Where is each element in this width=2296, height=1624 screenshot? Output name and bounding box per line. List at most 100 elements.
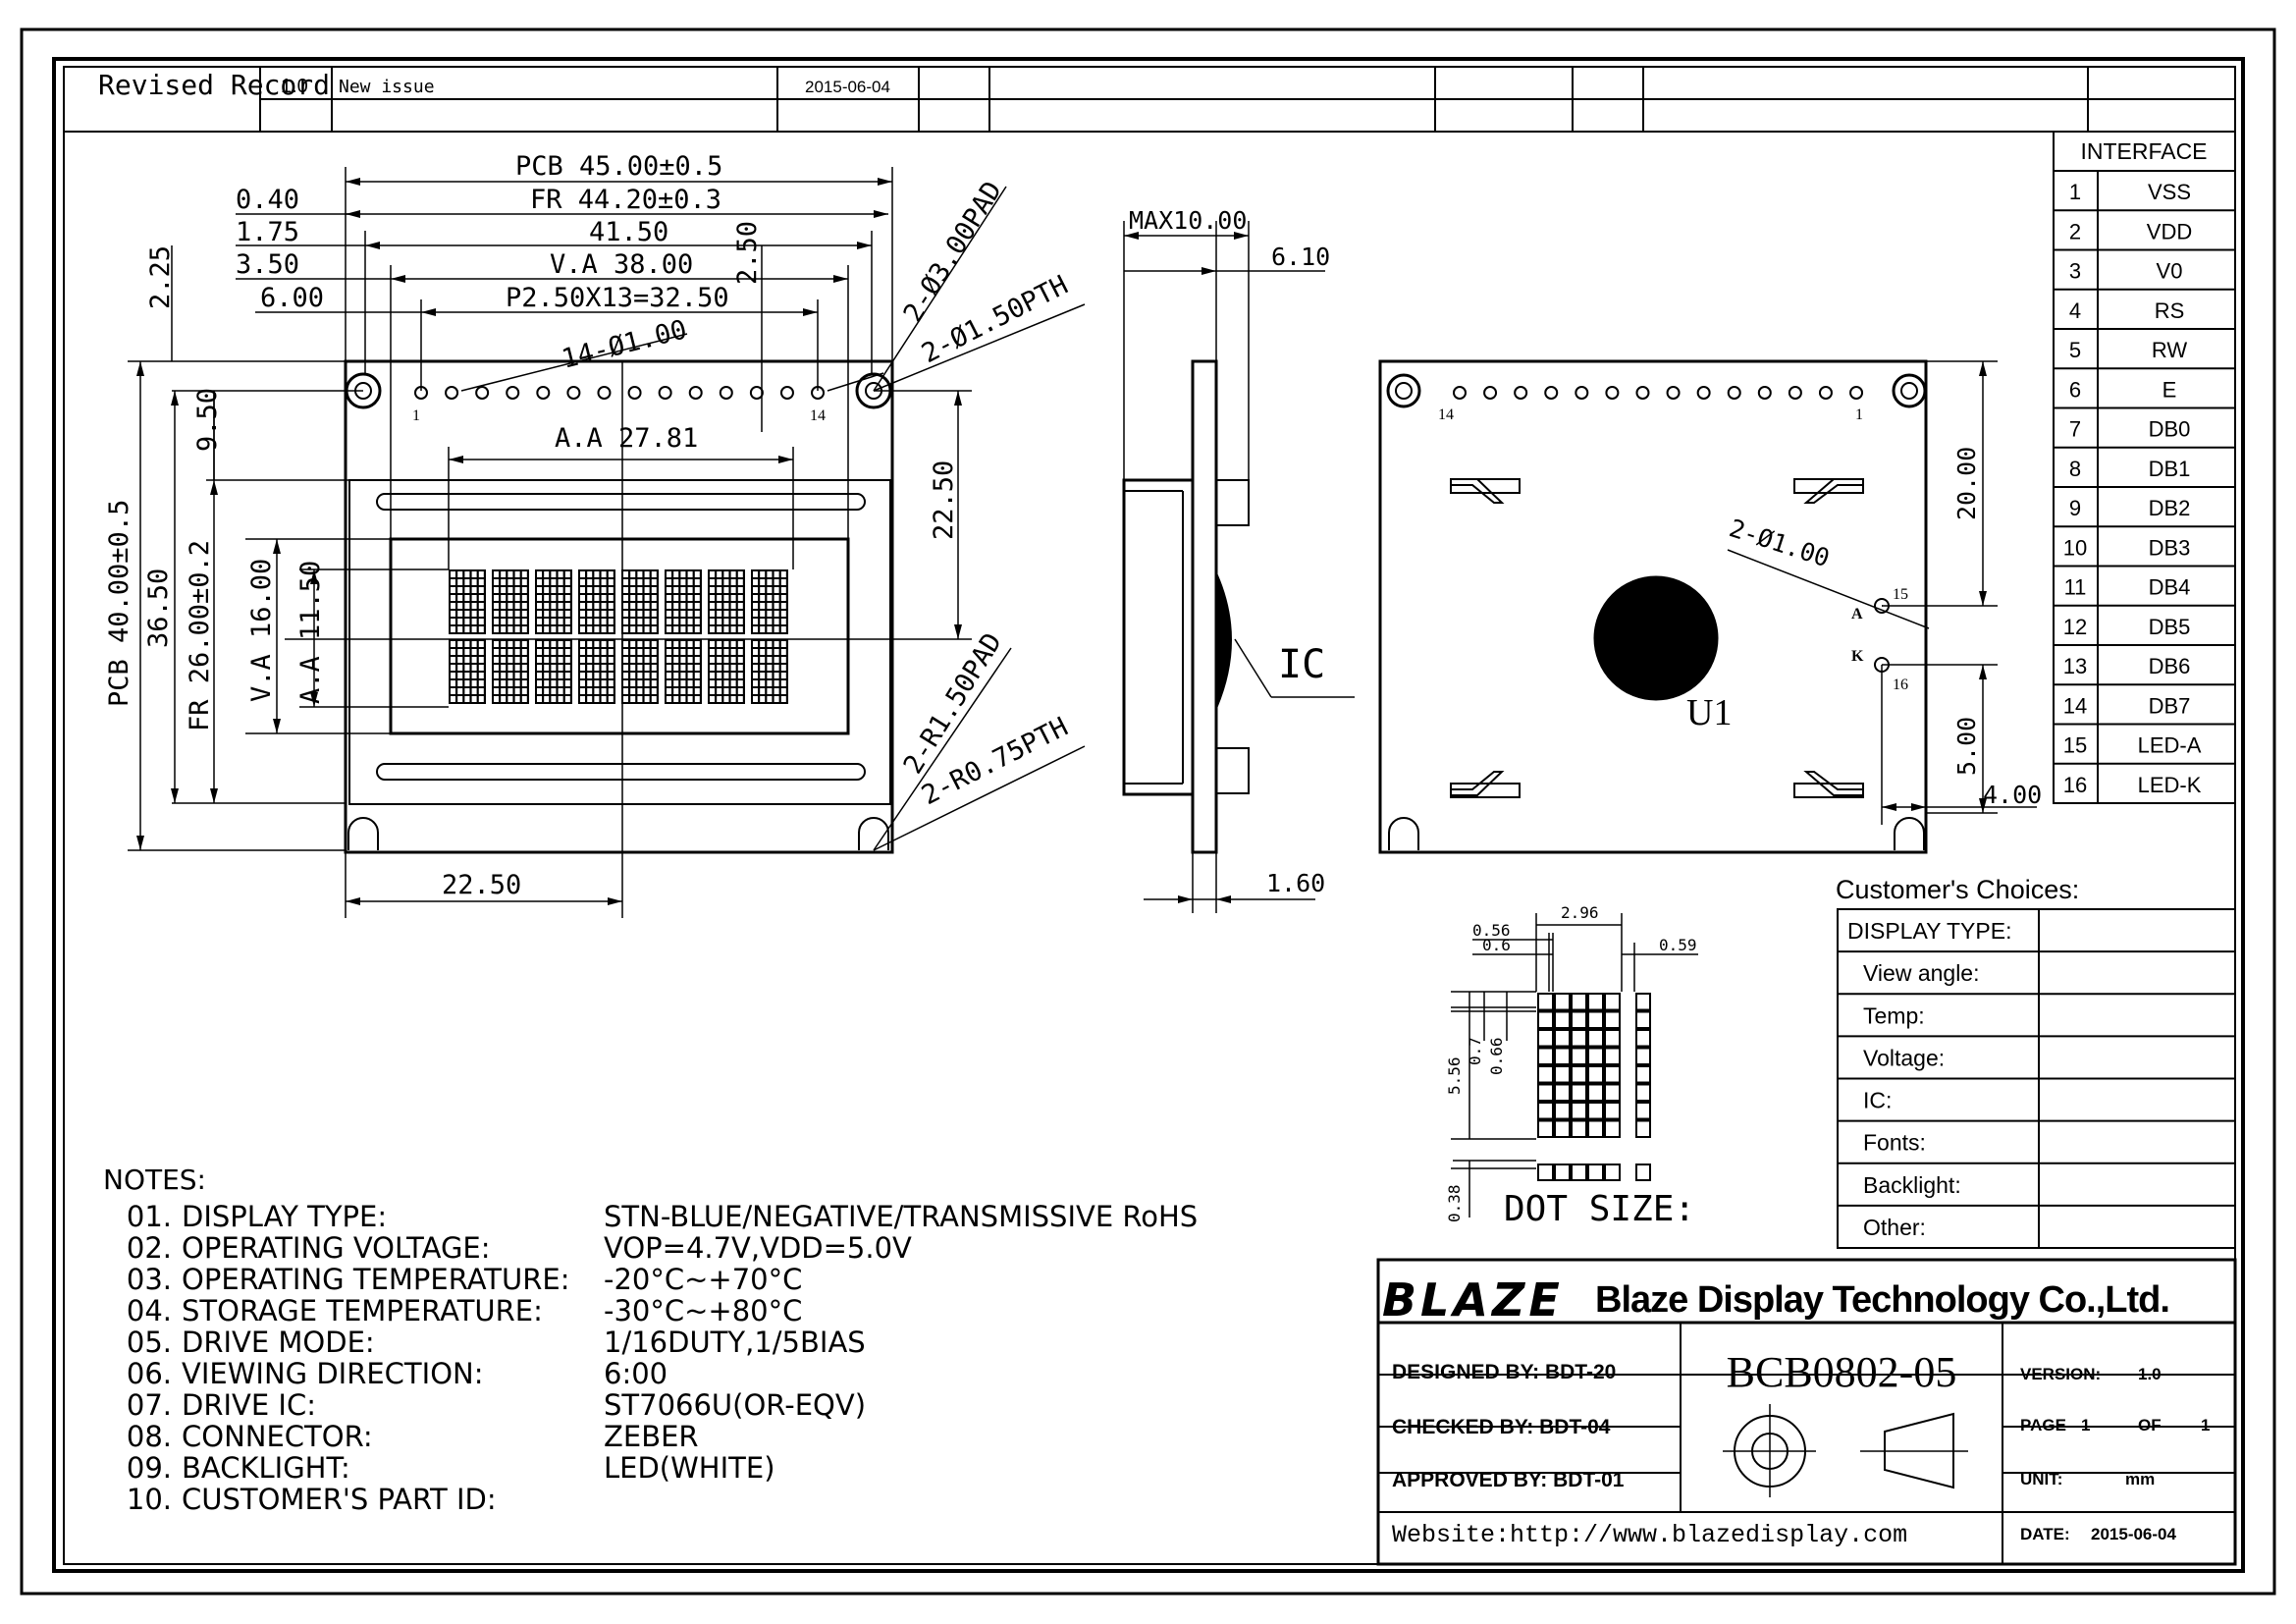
dot-cell [1537,1010,1554,1029]
note-number: 05. [126,1326,172,1359]
dot-cell [1587,1047,1604,1065]
page-value: 1 [2081,1416,2090,1435]
interface-pin-number: 8 [2069,457,2081,481]
interface-title: INTERFACE [2080,138,2207,164]
dim-5-00: 5.00 [1952,717,1981,776]
front-pin [811,386,826,400]
interface-pin-number: 3 [2069,259,2081,284]
note-number: 06. [126,1357,172,1390]
dot-cell [1604,1065,1621,1084]
dot-w-2-96: 2.96 [1561,903,1599,922]
interface-pin-number: 5 [2069,338,2081,362]
note-label: STORAGE TEMPERATURE: [182,1294,543,1327]
character-cell [492,569,529,634]
note-label: BACKLIGHT: [182,1451,350,1485]
note-value: -30°C~+80°C [604,1294,803,1327]
front-pin [688,386,703,400]
customer-choice-label: View angle: [1863,960,1980,986]
customer-choice-label: IC: [1863,1088,1892,1113]
back-k-label: K [1851,648,1864,665]
dim-aa-width: A.A 27.81 [555,423,698,454]
dot-w-0-6: 0.6 [1482,936,1511,954]
interface-pin-number: 1 [2069,180,2081,204]
blaze-logo: BLAZE [1382,1273,1564,1326]
back-pin [1788,386,1802,400]
dot-cell [1587,1119,1604,1138]
website: Website:http://www.blazedisplay.com [1392,1521,1907,1549]
dot-cell [1604,1029,1621,1048]
dim-va-width: V.A 38.00 [550,249,693,280]
front-bottom-slot [376,763,866,781]
front-pin [658,386,672,400]
dim-pitch: P2.50X13=32.50 [506,283,729,313]
dim-2-50: 2.50 [732,221,763,285]
note-value: -20°C~+70°C [604,1263,803,1296]
character-cell [708,569,745,634]
interface-pin-name: DB7 [2149,693,2191,718]
front-pin [597,386,612,400]
character-cell [449,569,486,634]
interface-pin-name: VSS [2148,180,2191,204]
interface-pin-name: DB2 [2149,496,2191,520]
note-label: OPERATING VOLTAGE: [182,1231,491,1265]
note-item: 06.VIEWING DIRECTION:6:00 [103,1357,1198,1390]
front-frame-outline [348,479,891,805]
dot-cell [1537,1083,1554,1102]
dot-cell [1587,993,1604,1011]
version-label: VERSION: [2020,1365,2101,1383]
back-pin-row [1453,386,1864,400]
unit-value: mm [2125,1470,2155,1489]
interface-pin-name: LED-A [2138,733,2202,758]
note-label: DRIVE MODE: [182,1326,375,1359]
dot-cell [1587,1029,1604,1048]
dot-w-0-59: 0.59 [1659,936,1697,954]
front-pin [719,386,733,400]
back-pin [1575,386,1589,400]
note-value: ST7066U(OR-EQV) [604,1388,867,1422]
back-pin15-label: 15 [1893,586,1908,603]
note-number: 10. [126,1483,172,1516]
interface-pin-name: LED-K [2138,773,2202,797]
dot-cell [1554,1010,1571,1029]
back-pin [1544,386,1559,400]
back-pin [1757,386,1772,400]
interface-pin-number: 12 [2063,615,2087,639]
interface-pin-name: DB1 [2149,457,2191,481]
back-pin [1727,386,1741,400]
dim-1-75: 1.75 [236,217,299,247]
dot-cell [1554,1083,1571,1102]
customer-rows: DISPLAY TYPE:View angle:Temp:Voltage:IC:… [1838,918,2235,1240]
note-number: 01. [126,1200,172,1233]
version-value: 1.0 [2138,1365,2162,1383]
customer-choices-title: Customer's Choices: [1836,875,2079,904]
dim-41-50: 41.50 [589,217,668,247]
note-label: CONNECTOR: [182,1420,373,1453]
dot-cell [1604,1083,1621,1102]
back-pin [1453,386,1467,400]
dot-cell [1571,1010,1587,1029]
note-value: STN-BLUE/NEGATIVE/TRANSMISSIVE RoHS [604,1200,1199,1233]
unit-label: UNIT: [2020,1470,2062,1489]
dot-cell [1554,1065,1571,1084]
front-pin [414,386,428,400]
dot-cell [1554,1102,1571,1120]
note-number: 09. [126,1451,172,1485]
date-value: 2015-06-04 [2091,1525,2177,1543]
dot-cell [1537,993,1554,1011]
interface-pin-name: DB5 [2149,615,2191,639]
dot-cell [1587,1065,1604,1084]
page-label: PAGE [2020,1416,2066,1435]
interface-pin-name: RS [2155,298,2185,323]
back-pin [1635,386,1650,400]
dot-cell [1554,1029,1571,1048]
back-a-label: A [1851,606,1863,623]
dim-6-00: 6.00 [260,283,324,313]
revision-date: 2015-06-04 [805,78,890,96]
back-pin14-label: 14 [1438,406,1454,423]
back-pin [1849,386,1864,400]
character-cell [665,569,702,634]
side-ic-blob [1214,573,1232,708]
back-pin [1483,386,1498,400]
dot-h-0-7: 0.7 [1466,1037,1484,1065]
